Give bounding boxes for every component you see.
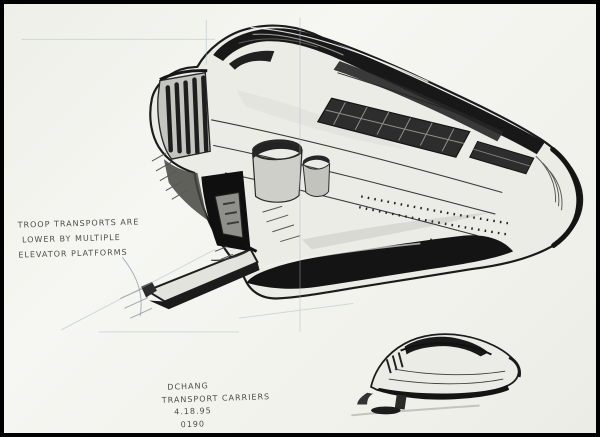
annotation-note: TROOP TRANSPORTS ARE LOWER BY MULTIPLE E… [17, 214, 140, 262]
main-ship [120, 24, 584, 319]
canopy-dark-band [213, 26, 545, 155]
small-ship-side-view [351, 333, 521, 417]
skylight-panels [316, 97, 535, 175]
nose-grille [157, 69, 211, 160]
landing-foot [371, 406, 401, 415]
front-skid [357, 392, 374, 405]
underside-highlight [262, 242, 421, 268]
fuselage-pods [251, 139, 331, 203]
caption-block: DCHANG TRANSPORT CARRIERS 4.18.95 0190 [161, 378, 271, 432]
elevator-ramp [141, 244, 260, 310]
hangar-opening [201, 170, 251, 252]
construction-guide-lines [21, 17, 354, 333]
landing-leg [394, 394, 407, 410]
annotation-leader-line [122, 256, 142, 317]
porthole-rows [358, 195, 513, 251]
annotation-line: TROOP TRANSPORTS ARE [17, 217, 140, 230]
small-underside-shadow [376, 384, 510, 400]
annotation-line: ELEVATOR PLATFORMS [18, 247, 128, 260]
concept-sketch-drawing [21, 17, 584, 417]
small-canopy [404, 336, 489, 357]
underside-shadow [246, 235, 514, 289]
hatching [151, 152, 301, 260]
hull-silhouette [149, 24, 584, 300]
marker-wash [301, 212, 492, 250]
tail-shading [535, 146, 582, 248]
chin-shadow [163, 159, 208, 220]
